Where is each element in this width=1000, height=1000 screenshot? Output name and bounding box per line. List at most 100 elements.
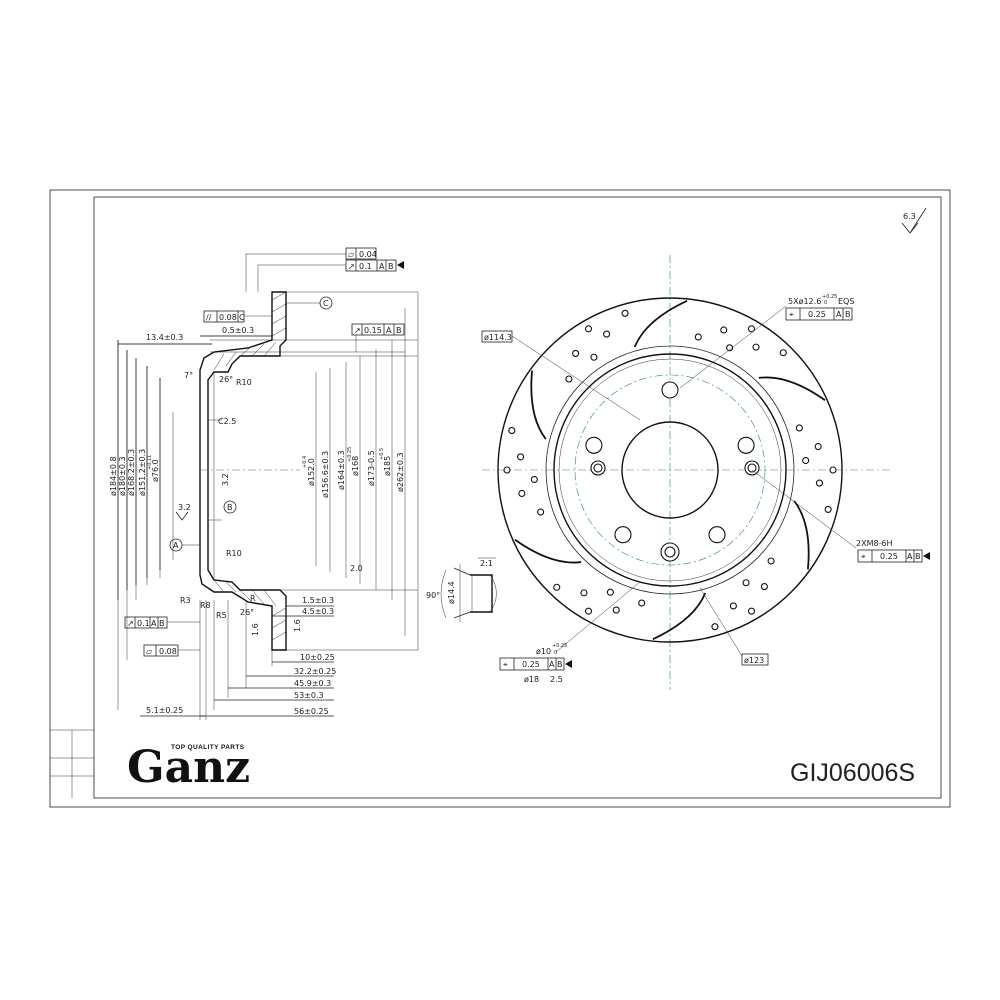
drill-hole-32	[572, 349, 580, 357]
datum-a: A	[169, 538, 200, 552]
pin-hole-inner	[664, 546, 676, 558]
frame-flatness-top: ⏥ 0.04	[345, 247, 377, 260]
dia-151-2: ø151.2±0.3	[138, 449, 147, 496]
roughness-1-6-b: 1.6	[293, 619, 302, 632]
dia-168: ø168	[351, 456, 360, 476]
hat-outer	[553, 353, 787, 587]
brand-tagline: TOP QUALITY PARTS	[171, 744, 245, 751]
roughness-2-0: 2.0	[350, 564, 363, 573]
drill-hole-18	[638, 599, 646, 607]
radius-r8: R8	[200, 601, 211, 610]
pin-extra-depth: 2.5	[550, 675, 563, 684]
dia-184: ø184±0.8	[109, 456, 118, 496]
bolt-holes	[585, 381, 760, 562]
svg-text:0.25: 0.25	[522, 660, 540, 669]
bolt-hole-1	[737, 436, 755, 454]
svg-text:B: B	[227, 503, 233, 512]
svg-text:0: 0	[824, 300, 827, 306]
slot-3	[530, 370, 547, 440]
center-bore	[621, 421, 719, 519]
drill-hole-14	[760, 583, 768, 591]
svg-text:0.25: 0.25	[880, 552, 898, 561]
drill-hole-1	[726, 344, 734, 352]
svg-text:0.08: 0.08	[159, 647, 177, 656]
bolt-hole-text: 5Xø12.6	[788, 297, 821, 306]
side-bottom-dims: 1.5±0.3 4.5±0.3 10±0.25 32.2±0.25 45.9±0…	[140, 596, 336, 720]
dia-173: ø173-0.5	[367, 450, 376, 486]
surface-finish-value: 6.3	[903, 212, 916, 221]
drill-hole-7	[802, 456, 810, 465]
drill-hole-23	[553, 583, 561, 591]
dia-76: ø76.0	[151, 459, 160, 482]
svg-text:+0.25: +0.25	[822, 294, 837, 300]
drill-hole-28	[503, 466, 511, 474]
slot-5	[758, 376, 826, 401]
svg-text:A: A	[836, 310, 842, 319]
drill-hole-24	[537, 508, 545, 516]
svg-text://: //	[206, 313, 212, 322]
datum-b: B	[223, 500, 237, 514]
radius-r10-top: R10	[236, 378, 252, 387]
frame-runout-top: ↗ 0.1 A B	[245, 253, 404, 292]
angle-26-top: 26°	[219, 375, 233, 384]
svg-text:0: 0	[554, 650, 557, 656]
svg-text:A: A	[907, 552, 913, 561]
svg-text:A: A	[386, 326, 392, 335]
dia-152: ø152.0	[307, 458, 316, 486]
dia-168-tol: +0.25	[347, 447, 353, 462]
dia-180: ø180±0.3	[118, 456, 127, 496]
dia-76-tol: +0.11	[147, 455, 153, 470]
drill-hole-17	[711, 623, 719, 631]
detail-view: 2:1 ø14.4 90°	[426, 557, 497, 622]
radius-r3: R3	[180, 596, 191, 605]
pin-extra-dia: ø18	[524, 675, 539, 684]
angle-26-bottom: 26°	[240, 608, 254, 617]
svg-text:A: A	[151, 619, 157, 628]
svg-text:⏥: ⏥	[146, 647, 153, 656]
dim-45-9: 45.9±0.3	[294, 679, 331, 688]
detail-angle: 90°	[426, 591, 440, 600]
title-block-strip	[50, 729, 94, 798]
drill-hole-10	[829, 466, 837, 474]
brand-logo: TOP QUALITY PARTS Ganz	[127, 742, 250, 793]
drill-hole-9	[815, 479, 823, 487]
dim-1-5: 1.5±0.3	[302, 596, 334, 605]
side-view: ø184±0.8 ø180±0.3 ø168.2±0.3 ø151.2±0.3 …	[109, 247, 419, 720]
datum-c: C	[286, 296, 333, 310]
side-diameter-dims: ø184±0.8 ø180±0.3 ø168.2±0.3 ø151.2±0.3 …	[109, 340, 405, 600]
svg-text:↗: ↗	[348, 262, 355, 271]
svg-text:0.04: 0.04	[359, 250, 377, 259]
svg-text:B: B	[915, 552, 921, 561]
drill-hole-15	[729, 602, 737, 610]
radius-r: R	[250, 594, 256, 603]
drill-hole-20	[612, 606, 620, 614]
svg-text:0.08: 0.08	[219, 313, 237, 322]
brand-name: Ganz	[127, 742, 250, 793]
drill-hole-5	[779, 349, 787, 357]
svg-text:B: B	[845, 310, 851, 319]
svg-text:A: A	[549, 660, 555, 669]
outer-frame	[49, 189, 951, 808]
svg-text:↗: ↗	[354, 326, 361, 335]
dia-262: ø262±0.3	[396, 452, 405, 492]
slot-4	[633, 300, 688, 348]
hat-section-outline	[199, 291, 287, 651]
dia-185-tol: +0.5	[379, 448, 385, 460]
svg-text:+0.25: +0.25	[552, 643, 567, 649]
drill-hole-27	[517, 453, 525, 461]
frame-runout-hat: ↗ 0.15 A B	[351, 323, 405, 352]
dim-56: 56±0.25	[294, 707, 329, 716]
svg-text:A: A	[379, 262, 385, 271]
pcd-callout: ø114.3	[481, 330, 641, 421]
drill-hole-0	[694, 333, 702, 341]
drill-hole-11	[824, 505, 832, 513]
circle-123-callout: ø123	[699, 587, 769, 666]
svg-text:C: C	[239, 313, 245, 322]
circle-123-label: ø123	[744, 656, 764, 665]
dia-168-2: ø168.2±0.3	[127, 449, 136, 496]
drill-hole-3	[752, 343, 760, 351]
drill-hole-6	[795, 424, 803, 432]
bolt-hole-4	[585, 436, 603, 454]
part-number: GIJ06006S	[790, 759, 915, 787]
svg-text:⌖: ⌖	[861, 552, 866, 561]
